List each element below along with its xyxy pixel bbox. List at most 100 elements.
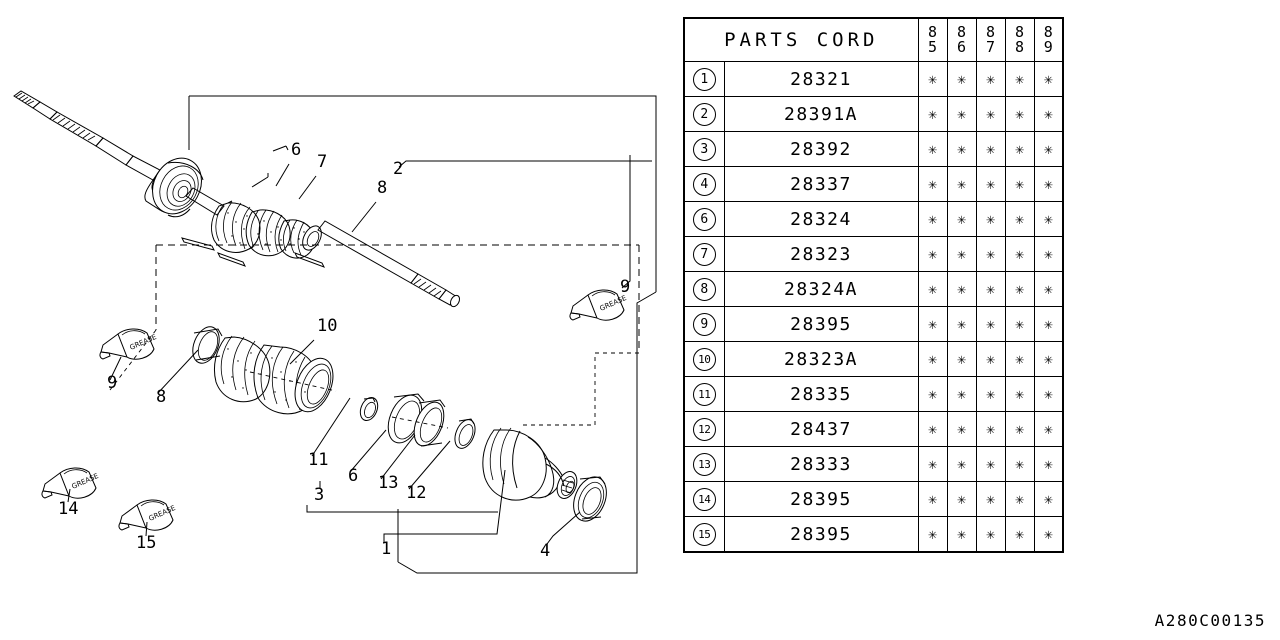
ref-circle: 3 bbox=[692, 137, 716, 161]
ref-circle: 9 bbox=[692, 312, 716, 336]
part-number: 28395 bbox=[723, 306, 919, 342]
row-ref-number: 8 bbox=[683, 271, 725, 307]
year-col-86: 8 6 bbox=[946, 17, 977, 62]
availability-mark: ✳ bbox=[1033, 341, 1064, 377]
drawing-code: A280C00135 bbox=[1154, 611, 1266, 630]
ref-circle: 1 bbox=[692, 67, 716, 91]
availability-mark: ✳ bbox=[975, 446, 1006, 482]
row-ref-number: 1 bbox=[683, 61, 725, 97]
availability-mark: ✳ bbox=[1033, 271, 1064, 307]
availability-mark: ✳ bbox=[917, 411, 948, 447]
availability-mark: ✳ bbox=[1033, 201, 1064, 237]
callout-10: 10 bbox=[317, 316, 337, 336]
callout-1: 1 bbox=[381, 539, 391, 559]
year-87-top: 8 bbox=[986, 23, 996, 41]
availability-mark: ✳ bbox=[975, 516, 1006, 553]
availability-mark: ✳ bbox=[975, 341, 1006, 377]
year-89-top: 8 bbox=[1043, 23, 1053, 41]
availability-mark: ✳ bbox=[1033, 96, 1064, 132]
availability-mark: ✳ bbox=[1004, 131, 1035, 167]
availability-mark: ✳ bbox=[917, 446, 948, 482]
part-number: 28392 bbox=[723, 131, 919, 167]
availability-mark: ✳ bbox=[975, 411, 1006, 447]
availability-mark: ✳ bbox=[975, 201, 1006, 237]
availability-mark: ✳ bbox=[917, 271, 948, 307]
callout-12: 12 bbox=[406, 483, 426, 503]
part-number: 28324 bbox=[723, 201, 919, 237]
shaft-spline-tip-right bbox=[410, 273, 461, 308]
parts-cord-table: PARTS CORD 8 5 8 6 8 7 8 8 8 bbox=[683, 17, 1065, 553]
ring-pair-mid bbox=[387, 393, 449, 447]
boot-bellows-large bbox=[213, 335, 337, 415]
row-ref-number: 9 bbox=[683, 306, 725, 342]
availability-mark: ✳ bbox=[975, 376, 1006, 412]
availability-mark: ✳ bbox=[975, 61, 1006, 97]
availability-mark: ✳ bbox=[946, 341, 977, 377]
upper-driveshaft-assembly bbox=[13, 90, 461, 308]
availability-mark: ✳ bbox=[946, 61, 977, 97]
ref-circle: 11 bbox=[692, 382, 716, 406]
ref-circle: 13 bbox=[692, 452, 716, 476]
upper-section-outline bbox=[188, 95, 657, 574]
part-number: 28323A bbox=[723, 341, 919, 377]
row-ref-number: 12 bbox=[683, 411, 725, 447]
lower-exploded-outline bbox=[109, 244, 640, 426]
row-ref-number: 3 bbox=[683, 131, 725, 167]
availability-mark: ✳ bbox=[917, 376, 948, 412]
ref-circle: 6 bbox=[692, 207, 716, 231]
availability-mark: ✳ bbox=[917, 166, 948, 202]
callout-7-upper: 7 bbox=[317, 152, 327, 172]
availability-mark: ✳ bbox=[1004, 446, 1035, 482]
availability-mark: ✳ bbox=[975, 306, 1006, 342]
availability-mark: ✳ bbox=[917, 481, 948, 517]
callout-15: 15 bbox=[136, 533, 156, 553]
callout-numbers: 6 7 2 8 9 10 9 8 11 6 13 12 3 14 15 1 4 bbox=[58, 140, 630, 561]
grease-tube-15: GREASE bbox=[118, 499, 177, 531]
part-number: 28324A bbox=[723, 271, 919, 307]
availability-mark: ✳ bbox=[946, 271, 977, 307]
availability-mark: ✳ bbox=[917, 306, 948, 342]
availability-mark: ✳ bbox=[946, 446, 977, 482]
callout-6-lower: 6 bbox=[348, 466, 358, 486]
year-85-top: 8 bbox=[928, 23, 938, 41]
row-ref-number: 14 bbox=[683, 481, 725, 517]
callout-leader-lines bbox=[67, 145, 652, 545]
row-ref-number: 4 bbox=[683, 166, 725, 202]
shaft-body-left bbox=[125, 155, 161, 181]
year-86-bottom: 6 bbox=[957, 38, 967, 56]
availability-mark: ✳ bbox=[1004, 481, 1035, 517]
year-col-85: 8 5 bbox=[917, 17, 948, 62]
row-ref-number: 13 bbox=[683, 446, 725, 482]
availability-mark: ✳ bbox=[946, 96, 977, 132]
availability-mark: ✳ bbox=[946, 516, 977, 553]
availability-mark: ✳ bbox=[1004, 201, 1035, 237]
availability-mark: ✳ bbox=[917, 236, 948, 272]
parts-illustration: GREASE bbox=[13, 90, 657, 574]
grease-tube-left: GREASE bbox=[99, 328, 158, 360]
cv-joint-housing-outer bbox=[482, 427, 578, 501]
ref-circle: 12 bbox=[692, 417, 716, 441]
availability-mark: ✳ bbox=[1004, 376, 1035, 412]
row-ref-number: 11 bbox=[683, 376, 725, 412]
washer-ring bbox=[454, 418, 476, 449]
snap-ring-small bbox=[359, 396, 379, 422]
year-col-88: 8 8 bbox=[1004, 17, 1035, 62]
grease-label-15: GREASE bbox=[148, 504, 177, 523]
availability-mark: ✳ bbox=[1004, 341, 1035, 377]
callout-14: 14 bbox=[58, 499, 78, 519]
part-number: 28335 bbox=[723, 376, 919, 412]
